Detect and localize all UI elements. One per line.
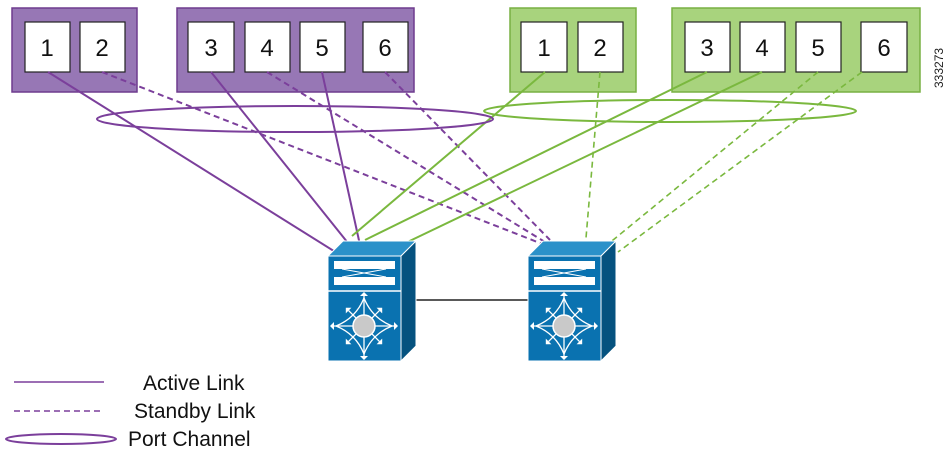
port-box — [577, 21, 624, 73]
switch-arrow-head — [330, 322, 334, 330]
nexus-switch-icon — [526, 239, 618, 363]
port-group-purple-b: 3 4 5 6 — [176, 7, 415, 93]
port-box — [520, 21, 568, 73]
switch-arrow-head — [560, 356, 568, 360]
switch-side-face — [400, 239, 417, 363]
legend-standby-label: Standby Link — [134, 400, 256, 423]
port-channel-green — [483, 99, 857, 123]
switch-port-bar — [334, 277, 395, 285]
port-label: 1 — [537, 35, 550, 62]
active-link — [210, 71, 353, 249]
port-label: 2 — [593, 35, 606, 62]
port-box — [362, 21, 409, 73]
switch-side-face — [600, 239, 617, 363]
standby-link — [101, 71, 546, 246]
figure-id: 333273 — [932, 48, 946, 88]
legend-port-channel-swatch — [5, 433, 117, 445]
port-box — [860, 21, 908, 73]
port-label: 3 — [204, 35, 217, 62]
switch-right — [526, 239, 618, 363]
port-box — [24, 21, 71, 73]
port-box — [739, 21, 786, 73]
port-label: 4 — [260, 35, 273, 62]
port-box — [244, 21, 291, 73]
switch-arrow-head — [394, 322, 398, 330]
port-group-purple-a: 1 2 — [11, 7, 138, 93]
port-label: 1 — [40, 35, 53, 62]
port-label: 2 — [95, 35, 108, 62]
port-label: 5 — [811, 35, 824, 62]
port-group-green-a: 1 2 — [509, 7, 637, 93]
port-label: 6 — [877, 35, 890, 62]
switch-arrow-head — [594, 322, 598, 330]
switch-arrow-head — [376, 338, 383, 345]
port-label: 3 — [700, 35, 713, 62]
port-label: 5 — [315, 35, 328, 62]
standby-link — [606, 71, 819, 246]
switch-arrow-head — [345, 307, 352, 314]
standby-link — [266, 71, 546, 243]
standby-link — [585, 71, 601, 239]
port-label: 6 — [378, 35, 391, 62]
switch-arrow-head — [530, 322, 534, 330]
switch-port-bar — [534, 261, 595, 269]
legend-active-label: Active Link — [143, 372, 245, 395]
port-box — [684, 21, 731, 73]
switch-arrow-head — [360, 356, 368, 360]
active-link — [364, 71, 708, 241]
active-link — [321, 71, 361, 246]
port-label: 4 — [755, 35, 768, 62]
switch-hub — [352, 314, 376, 338]
active-link — [394, 71, 763, 249]
switch-port-bar — [334, 261, 395, 269]
legend: Active Link Standby Link Port Channel — [5, 372, 256, 451]
switch-cross-line — [341, 268, 387, 278]
port-box — [795, 21, 842, 73]
switch-left — [326, 239, 418, 363]
legend-port-channel-label: Port Channel — [128, 428, 251, 451]
switch-arrow-head — [345, 338, 352, 345]
switch-arrow-head — [360, 292, 368, 296]
port-channel-purple — [96, 105, 494, 133]
standby-link — [617, 71, 863, 253]
active-link — [47, 71, 346, 259]
switch-cross-line — [541, 268, 587, 278]
port-group-green-b: 3 4 5 6 — [671, 7, 921, 93]
nexus-switch-icon — [326, 239, 418, 363]
switch-arrow-head — [560, 292, 568, 296]
switch-arrow-head — [376, 307, 383, 314]
active-link — [351, 71, 546, 237]
switch-hub — [552, 314, 576, 338]
switch-port-bar — [534, 277, 595, 285]
